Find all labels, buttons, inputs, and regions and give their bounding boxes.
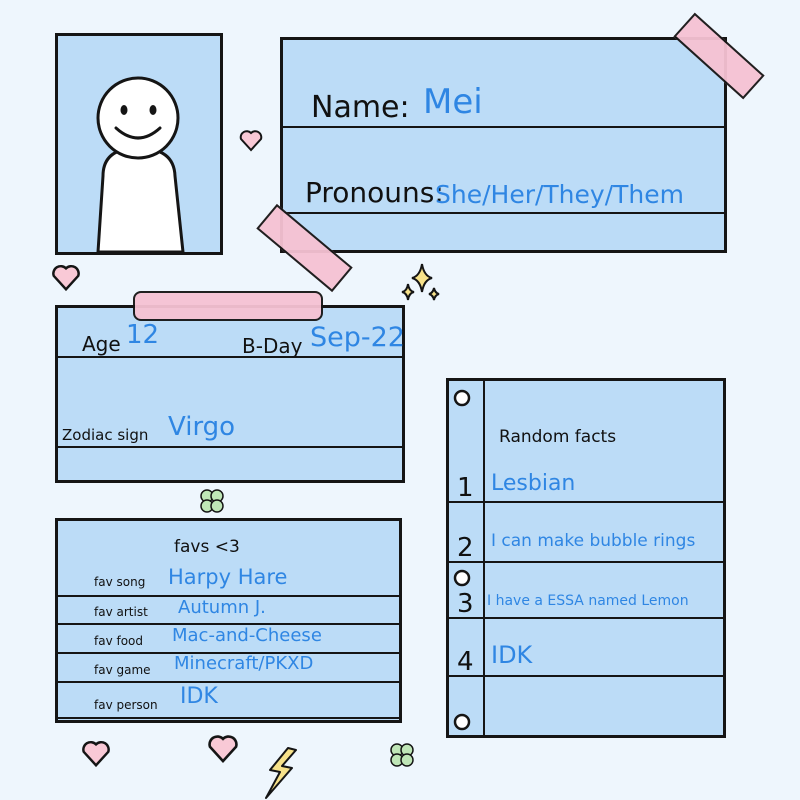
zodiac-value: Virgo [168, 412, 236, 442]
fact-text: I have a ESSA named Lemon [487, 593, 689, 609]
fact-number: 4 [457, 647, 474, 677]
fact-number: 1 [457, 473, 474, 503]
fact-text: Lesbian [491, 471, 576, 496]
pronouns-value: She/Her/They/Them [435, 180, 684, 209]
heart-icon [208, 735, 238, 764]
binder-hole-icon [453, 713, 471, 731]
bday-label: B-Day [242, 334, 303, 358]
fav-song-label: fav song [94, 575, 146, 589]
clover-icon [390, 743, 414, 767]
fav-person-value: IDK [180, 684, 218, 709]
fact-text: I can make bubble rings [491, 531, 696, 551]
age-label: Age [82, 332, 121, 356]
age-value: 12 [126, 320, 160, 350]
sparkle-icon [401, 263, 440, 301]
avatar-card [55, 33, 223, 255]
fact-number: 2 [457, 533, 474, 563]
fav-song-value: Harpy Hare [168, 565, 288, 589]
name-card: Name: Mei Pronouns: She/Her/They/Them [280, 37, 727, 253]
binder-hole-icon [453, 389, 471, 407]
fact-number: 3 [457, 589, 474, 619]
clover-icon [200, 489, 224, 513]
heart-icon [239, 130, 263, 152]
fav-food-value: Mac-and-Cheese [172, 625, 322, 646]
heart-icon [82, 740, 110, 768]
fact-text: IDK [491, 641, 533, 669]
fav-game-label: fav game [94, 663, 151, 677]
zodiac-label: Zodiac sign [62, 426, 149, 444]
info-card: Age 12 B-Day Sep-22 Zodiac sign Virgo [55, 305, 405, 483]
fav-food-label: fav food [94, 634, 144, 648]
avatar-smiley-icon [96, 76, 185, 252]
fav-artist-value: Autumn J. [178, 597, 266, 618]
bday-value: Sep-22 [310, 322, 405, 353]
name-label: Name: [311, 90, 410, 125]
facts-title: Random facts [499, 427, 617, 447]
tape-info-top [133, 291, 323, 321]
binder-hole-icon [453, 569, 471, 587]
pronouns-label: Pronouns: [305, 176, 444, 209]
fav-game-value: Minecraft/PKXD [174, 653, 314, 674]
favs-title: favs <3 [174, 537, 240, 557]
fav-person-label: fav person [94, 698, 158, 712]
favs-card: favs <3 fav song Harpy Hare fav artist A… [55, 518, 402, 723]
facts-card: Random facts 1 Lesbian 2 I can make bubb… [446, 378, 726, 738]
name-value: Mei [423, 82, 483, 122]
fav-artist-label: fav artist [94, 605, 148, 619]
heart-icon [52, 264, 80, 292]
lightning-icon [265, 747, 297, 799]
